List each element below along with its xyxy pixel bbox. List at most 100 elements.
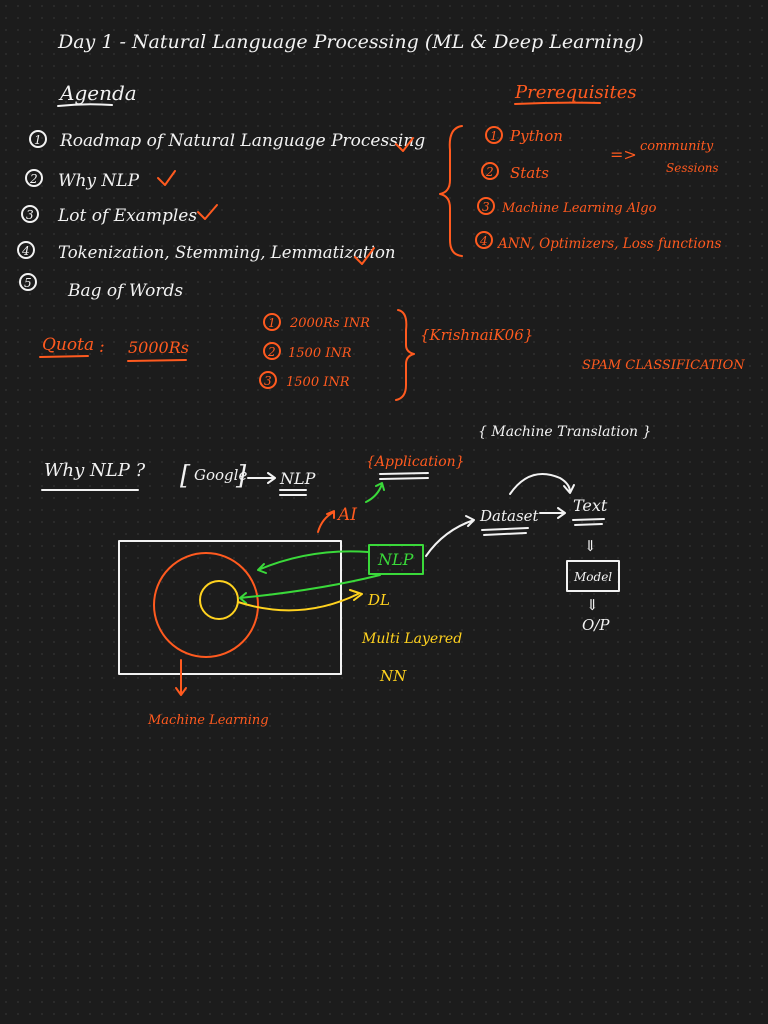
agenda-number: 2 <box>29 172 38 186</box>
model-label: Model <box>573 570 612 584</box>
ml-circle <box>153 552 259 658</box>
prereq-number-circle <box>475 231 493 249</box>
nlp-to-dl-arrow <box>239 574 381 604</box>
agenda-number-circle <box>25 169 43 187</box>
agenda-number-circle <box>29 130 47 148</box>
dataset-to-text-arrow <box>539 507 566 519</box>
diagram-frame <box>118 540 342 675</box>
checkmark-icon <box>157 170 176 186</box>
quota-tier-2: 2 1500 INR <box>263 342 352 361</box>
nlp-label: NLP <box>279 469 316 488</box>
quota-tier-1: 1 2000Rs INR <box>263 313 370 331</box>
agenda-number-circle <box>17 241 35 259</box>
arrow-icon <box>247 472 276 484</box>
prereq-item-label: Machine Learning Algo <box>501 201 657 216</box>
quota-brace <box>395 309 415 401</box>
ml-down-arrow <box>175 659 187 696</box>
prereq-number: 3 <box>482 200 490 214</box>
output-label: O/P <box>582 616 610 634</box>
agenda-item-label: Lot of Examples <box>57 206 197 226</box>
prereq-item-label: Stats <box>510 164 549 182</box>
prereq-item-1: 1 Python <box>485 126 563 145</box>
quota-underline <box>39 355 89 358</box>
prerequisites-brace <box>439 125 463 257</box>
quota-label: Quota <box>42 335 94 355</box>
ai-label: AI <box>336 505 357 525</box>
prereq-item-2: 2 Stats <box>481 162 549 182</box>
prerequisites-heading: Prerequisites <box>514 82 637 103</box>
checkmark-icon <box>197 204 218 220</box>
agenda-number: 5 <box>24 276 32 290</box>
nlp-to-ml-arrow <box>257 550 369 574</box>
why-nlp-heading: Why NLP ? <box>44 460 146 481</box>
sessions-note: Sessions <box>666 161 719 175</box>
google-label: Google <box>194 466 247 484</box>
tier-number: 2 <box>267 345 276 359</box>
checkmark-icon <box>395 137 414 152</box>
spam-classification-label: SPAM CLASSIFICATION <box>582 358 745 373</box>
quota-tier-3: 3 1500 INR <box>259 371 350 390</box>
agenda-item-label: Why NLP <box>58 171 140 191</box>
agenda-item-label: Bag of Words <box>67 281 183 301</box>
agenda-item-1: 1 Roadmap of Natural Language Processing <box>29 130 425 152</box>
agenda-item-3: 3 Lot of Examples <box>21 204 218 226</box>
agenda-item-5: 5 Bag of Words <box>19 273 183 301</box>
tier-number: 3 <box>264 374 272 388</box>
nn-label: NN <box>379 667 407 685</box>
curved-arrow-icon <box>509 473 575 495</box>
agenda-item-label: Tokenization, Stemming, Lemmatization <box>58 243 396 262</box>
prereq-item-4: 4 ANN, Optimizers, Loss functions <box>475 231 721 252</box>
text-label: Text <box>573 496 608 515</box>
nlp-to-dataset-arrow <box>425 515 475 557</box>
model-box <box>566 560 620 592</box>
page-title: Day 1 - Natural Language Processing (ML … <box>57 31 644 53</box>
application-underline <box>379 472 429 480</box>
agenda-item-4: 4 Tokenization, Stemming, Lemmatization <box>17 241 396 265</box>
prereq-number-circle <box>485 126 503 144</box>
prereq-number: 2 <box>485 165 494 179</box>
tier-label: 1500 INR <box>286 375 350 390</box>
agenda-number-circle <box>19 273 37 291</box>
prereq-item-label: ANN, Optimizers, Loss functions <box>496 236 721 252</box>
application-label: {Application} <box>366 454 465 470</box>
agenda-heading: Agenda <box>58 81 137 105</box>
prereq-number: 4 <box>479 234 488 248</box>
double-arrow-icon: => <box>610 145 637 164</box>
dl-circle <box>199 580 239 620</box>
agenda-item-2: 2 Why NLP <box>25 169 176 191</box>
multi-layered-label: Multi Layered <box>361 631 462 647</box>
machine-translation-label: { Machine Translation } <box>478 424 651 440</box>
agenda-number: 3 <box>26 208 34 222</box>
checkmark-icon <box>354 247 375 265</box>
quota-amount-underline <box>127 359 187 362</box>
prereq-number-circle <box>477 197 495 215</box>
google-bracket-open: [ <box>180 461 191 491</box>
tier-label: 2000Rs INR <box>289 316 370 331</box>
prereq-item-3: 3 Machine Learning Algo <box>477 197 657 216</box>
orange-arrow-icon <box>317 510 335 533</box>
green-arrow-icon <box>365 482 385 503</box>
tier-number-circle <box>263 342 281 360</box>
dataset-label: Dataset <box>479 507 540 525</box>
nlp-underline <box>279 489 307 496</box>
machine-learning-label: Machine Learning <box>147 713 269 728</box>
down-arrow-icon: ⇓ <box>586 596 599 614</box>
tier-number: 1 <box>268 316 276 330</box>
dataset-underline <box>481 527 529 536</box>
agenda-number-circle <box>21 205 39 223</box>
nlp-box <box>368 544 424 575</box>
community-note: community <box>640 139 714 154</box>
tier-number-circle <box>263 313 281 331</box>
nlp-box-label: NLP <box>377 550 414 569</box>
down-arrow-icon: ⇓ <box>584 537 597 555</box>
agenda-number: 4 <box>21 244 30 258</box>
prereq-number: 1 <box>490 129 498 143</box>
dl-label: DL <box>367 591 390 609</box>
prereq-item-label: Python <box>509 127 563 145</box>
agenda-number: 1 <box>34 133 42 147</box>
google-bracket-close: ] <box>235 461 247 491</box>
prerequisites-underline <box>514 101 601 105</box>
dl-to-label-arrow <box>237 589 363 612</box>
prereq-number-circle <box>481 162 499 180</box>
